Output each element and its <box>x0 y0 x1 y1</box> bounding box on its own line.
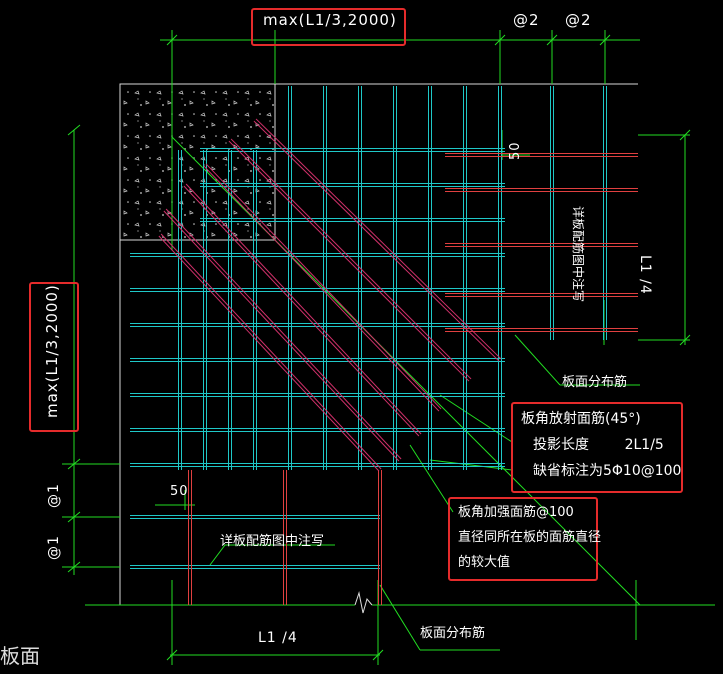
distribution-bar-label-upper: 板面分布筋 <box>562 375 628 390</box>
radial-top-bars <box>158 118 502 472</box>
horizontal-rebar <box>130 253 505 257</box>
dim-50-top: 50 <box>508 141 523 160</box>
horizontal-rebar <box>130 463 505 467</box>
bottom-note-label: 详板配筋图中注写 <box>220 534 325 549</box>
radial-note-box <box>511 402 683 493</box>
right-l1-4-dimension: L1 /4 <box>637 255 653 295</box>
corner-extra-bar <box>188 470 192 605</box>
radial-bar <box>158 233 382 472</box>
corner-reinforcement-bars <box>188 153 638 605</box>
top-spacing-label-1: @2 <box>513 11 540 29</box>
vertical-rebar <box>393 86 397 470</box>
horizontal-rebar <box>200 183 505 187</box>
reinforce-note-line-3: 的较大值 <box>458 555 511 570</box>
vertical-rebar <box>178 150 182 470</box>
break-symbol <box>354 591 373 614</box>
bottom-l1-4-dimension: L1 /4 <box>258 630 298 646</box>
corner-extra-bar <box>283 470 287 605</box>
vertical-rebar <box>358 86 362 470</box>
dim-50-left: 50 <box>170 484 189 499</box>
distribution-rebar <box>130 565 380 569</box>
corner-extra-bar <box>378 470 382 605</box>
horizontal-rebar <box>130 288 505 292</box>
radial-bar <box>253 118 502 362</box>
corner-extra-bar <box>445 293 638 297</box>
reinforce-note-line-1: 板角加强面筋@100 <box>458 505 574 520</box>
left-max-highlight-box <box>29 282 79 432</box>
horizontal-rebar <box>200 148 505 152</box>
left-spacing-label-1: @1 <box>46 483 62 508</box>
vertical-rebar <box>323 86 327 470</box>
corner-extra-bar <box>445 328 638 332</box>
top-max-highlight-box <box>251 8 406 46</box>
reinforce-note-line-2: 直径同所在板的面筋直径 <box>458 530 602 545</box>
reinforce-note-box <box>448 497 598 581</box>
vertical-rebar <box>288 86 292 470</box>
radial-bar <box>228 138 472 382</box>
figure-caption-fragment: 板面 <box>0 644 40 668</box>
horizontal-rebar <box>130 358 505 362</box>
radial-note-line-1: 板角放射面筋(45°) <box>521 411 641 427</box>
distribution-rebar <box>603 86 607 340</box>
distribution-bar-label-lower: 板面分布筋 <box>420 626 486 641</box>
top-max-dimension: max(L1/3,2000) <box>263 11 397 29</box>
left-spacing-label-2: @1 <box>46 535 62 560</box>
rebar-grid <box>130 86 607 569</box>
radial-note-line-2: 投影长度 2L1/5 <box>533 437 664 453</box>
vertical-rebar <box>498 86 502 470</box>
top-spacing-label-2: @2 <box>565 11 592 29</box>
dimension-lines <box>62 30 715 665</box>
corner-extra-bar <box>445 153 638 157</box>
distribution-rebar <box>130 515 380 519</box>
radial-note-line-3: 缺省标注为5Φ10@100 <box>533 463 682 479</box>
vertical-rebar <box>203 150 207 470</box>
horizontal-rebar <box>130 393 505 397</box>
distribution-rebar <box>550 86 554 340</box>
corner-extra-bar <box>445 188 638 192</box>
right-note-label: 详板配筋图中注写 <box>571 206 585 303</box>
radial-bar <box>203 163 442 412</box>
radial-bar <box>183 183 422 437</box>
vertical-rebar <box>463 86 467 470</box>
horizontal-rebar <box>130 428 505 432</box>
horizontal-rebar <box>200 218 505 222</box>
vertical-rebar <box>428 86 432 470</box>
corner-extra-bar <box>445 243 638 247</box>
radial-bar <box>163 208 402 462</box>
